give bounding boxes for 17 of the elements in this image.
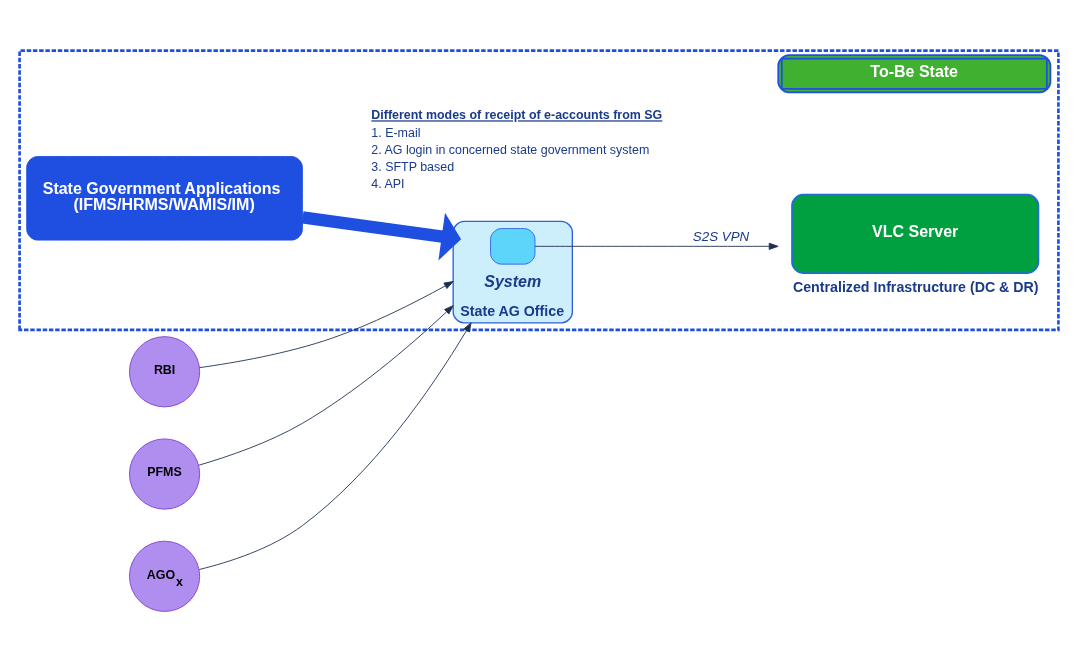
node-label: Centralized Infrastructure (DC & DR): [792, 278, 1039, 295]
arrow: [534, 242, 779, 250]
arrow: [198, 304, 454, 466]
label: 4. API: [371, 176, 405, 191]
node-box: State Government Applications (IFMS/HRMS/WAMIS/IM): [26, 155, 303, 241]
arrow: [199, 280, 454, 368]
edge-label: S2S VPN: [692, 228, 750, 244]
arrow: [198, 321, 472, 570]
arrow: [301, 210, 462, 260]
node-box: [490, 227, 536, 265]
label: 3. SFTP based: [371, 159, 455, 174]
node-label: State AG Office: [460, 302, 565, 319]
label: 2. AG login in concerned state government system: [371, 142, 650, 157]
node-circle: RBI: [129, 335, 201, 407]
label: Different modes of receipt of e-accounts from SG: [371, 107, 663, 122]
node-circle: PFMS: [129, 437, 201, 510]
label: 1. E-mail: [371, 125, 421, 140]
